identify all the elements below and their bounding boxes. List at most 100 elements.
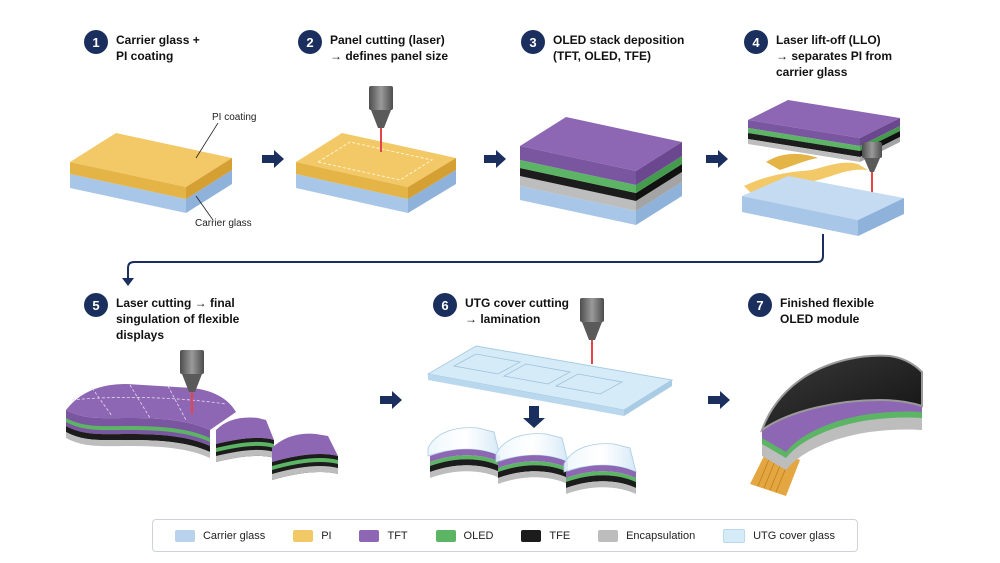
step-3-badge: 3 — [521, 30, 545, 54]
step6-panel-3-oled — [566, 471, 636, 482]
step3-oled-front — [520, 160, 636, 193]
step-5-label: 5 Laser cutting → final singulation of f… — [84, 293, 240, 343]
legend-item-oled: OLED — [435, 529, 494, 542]
step-3-text: OLED stack deposition (TFT, OLED, TFE) — [553, 33, 685, 63]
legend-item-carrier-glass: Carrier glass — [174, 529, 265, 542]
step4-tft-top — [748, 100, 900, 138]
step3-glass-side — [636, 182, 682, 225]
step3-stack — [520, 117, 682, 225]
step-7-text: Finished flexible OLED module — [780, 296, 875, 326]
step-1-text: Carrier glass + PI coating — [116, 33, 200, 63]
legend-swatch — [598, 529, 619, 542]
step5-piece-a-enc — [216, 449, 274, 462]
step6-panel-2-oled — [498, 461, 568, 472]
step5-piece-b-enc — [272, 466, 338, 480]
step4-glass-front — [742, 196, 858, 236]
arrow-2-3 — [484, 150, 506, 168]
step6-panel-1-enc — [430, 465, 500, 478]
step2-nozzle-tip — [371, 110, 391, 128]
step-6-text: UTG cover cutting → lamination — [465, 296, 570, 326]
step5-nozzle-tip — [182, 374, 202, 392]
step-4-label: 4 Laser lift-off (LLO) → separates PI fr… — [744, 30, 892, 80]
step1-stack — [70, 122, 232, 221]
step4-tfe-front — [748, 133, 860, 157]
row1-arrows — [262, 150, 728, 168]
step4-stack — [742, 100, 904, 236]
step3-oled-side — [636, 156, 682, 193]
step3-tft-side — [636, 142, 682, 185]
step5-sheet-oled — [66, 418, 210, 442]
step4-tft-side — [860, 118, 900, 146]
legend-swatch — [359, 529, 380, 542]
legend-swatch — [293, 529, 314, 542]
step-7-label: 7 Finished flexible OLED module — [748, 293, 875, 327]
step-5-text: Laser cutting → final singulation of fle… — [116, 296, 240, 342]
arrow-6-7 — [708, 391, 730, 409]
step4-glass-side — [858, 198, 904, 236]
step2-pi-front — [296, 162, 408, 199]
connector-4-5-head — [122, 278, 134, 286]
step5-nozzle-body — [180, 350, 204, 374]
step6-down-arrow — [523, 406, 545, 428]
step6-stack — [426, 298, 674, 494]
step4-nozzle-tip — [864, 158, 880, 172]
step-2-badge: 2 — [298, 30, 322, 54]
step2-stack — [296, 86, 456, 213]
step6-panel-1-tft — [430, 449, 500, 462]
step-3-label: 3 OLED stack deposition (TFT, OLED, TFE) — [521, 30, 685, 64]
legend-item-encapsulation: Encapsulation — [598, 529, 695, 542]
step1-pi-leader — [195, 122, 219, 159]
step5-sheet-tfe — [66, 426, 210, 452]
step4-oled-front — [748, 128, 860, 151]
step2-nozzle-body — [369, 86, 393, 110]
step1-glass-front — [70, 174, 186, 213]
step1-glass-side — [186, 170, 232, 213]
step5-piece-a-top — [216, 417, 274, 444]
step6-utg-cut-2 — [502, 363, 572, 385]
step-4-badge: 4 — [744, 30, 768, 54]
step3-glass-front — [520, 186, 636, 225]
step3-tfe-side — [636, 164, 682, 201]
legend-swatch — [174, 529, 195, 542]
step-6-label: 6 UTG cover cutting → lamination — [433, 293, 570, 327]
step-6-badge: 6 — [433, 293, 457, 317]
step4-glass-top — [742, 176, 904, 220]
carrier-glass-callout: Carrier glass — [195, 218, 252, 229]
step3-tft-top — [520, 117, 682, 171]
step6-panel-2-tfe — [498, 465, 568, 478]
step-1-badge: 1 — [84, 30, 108, 54]
arrow-1-2 — [262, 150, 284, 168]
step3-tfe-front — [520, 168, 636, 201]
legend-swatch — [723, 528, 746, 543]
step4-pi-curl — [766, 153, 818, 170]
step-7-badge: 7 — [748, 293, 772, 317]
legend: Carrier glass PI TFT OLED TFE Encapsulat… — [152, 519, 858, 552]
legend-swatch — [435, 529, 456, 542]
step5-sheet-enc — [66, 432, 210, 458]
step7-module — [750, 354, 923, 496]
step1-pi-side — [186, 158, 232, 199]
step4-enc-front — [748, 139, 860, 162]
step-2-label: 2 Panel cutting (laser) → defines panel … — [298, 30, 449, 64]
step6-panel-3-enc — [566, 481, 636, 494]
legend-item-tft: TFT — [359, 529, 408, 542]
step2-glass-front — [296, 174, 408, 213]
step1-pi-front — [70, 162, 186, 199]
step5-piece-b-oled — [272, 458, 338, 470]
connector-4-5 — [127, 234, 824, 280]
step5-stack — [66, 350, 338, 480]
step3-tft-front — [520, 146, 636, 185]
step3-pi-side — [636, 172, 682, 211]
step2-glass-side — [408, 170, 456, 213]
step2-pi-side — [408, 158, 456, 199]
step6-panel-1-oled — [430, 455, 500, 466]
step2-pi-top — [296, 133, 456, 187]
step5-sheet-top — [66, 384, 236, 430]
step6-nozzle-body — [580, 298, 604, 322]
step-2-text: Panel cutting (laser) → defines panel si… — [330, 33, 449, 63]
step6-panel-2-tft — [498, 455, 568, 468]
step2-cut-line — [316, 141, 434, 181]
step1-pi-top — [70, 133, 232, 187]
legend-item-pi: PI — [293, 529, 332, 542]
